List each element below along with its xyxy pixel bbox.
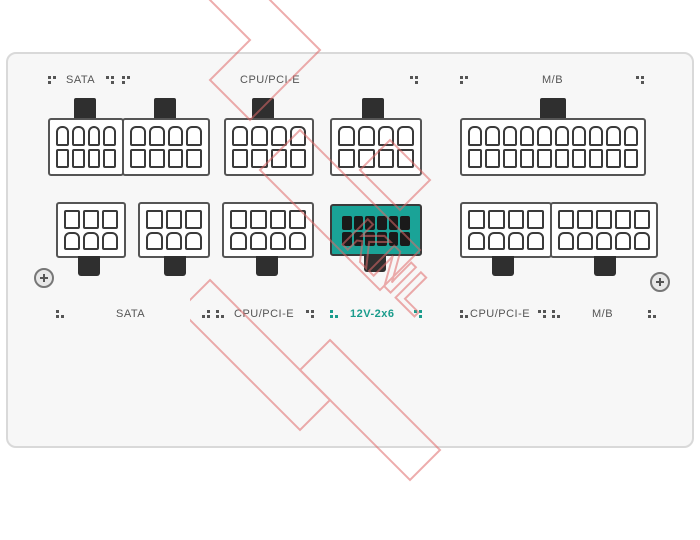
label-bottom-mb: M/B: [592, 308, 614, 320]
connector-sata-bottom-1: [56, 202, 126, 258]
connector-latch: [154, 98, 176, 120]
connector-latch: [540, 98, 566, 120]
connector-12v-2x6: [330, 204, 422, 256]
connector-cpu-pcie-top-2: [330, 118, 422, 176]
screw-icon: [34, 268, 54, 288]
screw-icon: [650, 272, 670, 292]
connector-latch: [74, 98, 96, 120]
connector-latch: [252, 98, 274, 120]
label-top-cpu-pcie: CPU/PCI-E: [240, 74, 301, 86]
connector-latch: [78, 256, 100, 276]
connector-sata-top-2: [122, 118, 210, 176]
label-bottom-12v-2x6: 12V-2x6: [350, 308, 395, 320]
connector-cpu-pcie-bottom-1: [222, 202, 314, 258]
connector-cpu-pcie-top-1: [224, 118, 314, 176]
connector-latch: [364, 254, 386, 272]
connector-cpu-pcie-bottom-2: [460, 202, 552, 258]
connector-mb-bottom: [550, 202, 658, 258]
connector-latch: [492, 256, 514, 276]
connector-latch: [256, 256, 278, 276]
connector-latch: [362, 98, 384, 120]
label-bottom-cpu-pcie-1: CPU/PCI-E: [234, 308, 295, 320]
label-top-mb: M/B: [542, 74, 564, 86]
connector-latch: [164, 256, 186, 276]
label-top-sata: SATA: [66, 74, 96, 86]
psu-modular-panel: SATA CPU/PCI-E M/B: [6, 52, 694, 448]
label-bottom-sata: SATA: [116, 308, 146, 320]
connector-latch: [594, 256, 616, 276]
connector-mb-top: [460, 118, 646, 176]
connector-sata-bottom-2: [138, 202, 210, 258]
connector-sata-top-1: [48, 118, 124, 176]
label-bottom-cpu-pcie-2: CPU/PCI-E: [470, 308, 531, 320]
